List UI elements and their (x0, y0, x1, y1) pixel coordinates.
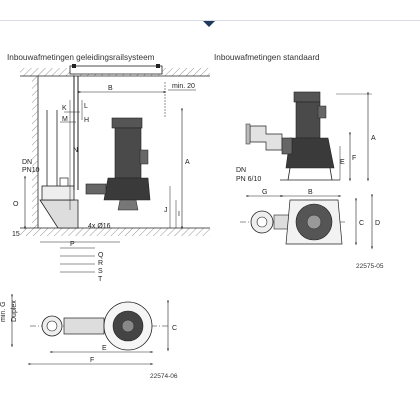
left-side-view (20, 64, 210, 273)
top-divider (0, 20, 420, 21)
label-l: L (84, 103, 88, 110)
label-f-right: F (352, 155, 356, 162)
label-min20: min. 20 (172, 83, 195, 90)
label-pn10: PN10 (22, 167, 40, 174)
pit-wall (32, 76, 38, 228)
pit-floor (20, 228, 210, 236)
label-p: P (70, 241, 75, 248)
collapse-caret-icon[interactable] (203, 21, 215, 27)
label-f-left: F (90, 357, 94, 364)
label-q: Q (98, 252, 104, 259)
discharge-elbow (249, 125, 283, 151)
label-pn-right: PN 6/10 (236, 176, 261, 183)
duckfoot-bend (39, 199, 79, 229)
right-side-view (245, 91, 372, 197)
label-d: D (375, 220, 380, 227)
label-e-right: E (340, 159, 345, 166)
left-top-view (11, 294, 170, 365)
label-dn-left: DN (22, 159, 32, 166)
label-duplex: Duplex (11, 300, 18, 322)
label-b-right: B (308, 189, 313, 196)
label-c-right: C (359, 220, 364, 227)
pump-side-left (85, 117, 151, 211)
label-15: 15 (12, 231, 20, 238)
top-bar (0, 0, 420, 27)
access-hatch (69, 65, 163, 75)
label-t: T (98, 276, 103, 283)
label-c-left: C (172, 325, 177, 332)
label-e: E (102, 345, 107, 352)
heading-guide-rail-system: Inbouwafmetingen geleidingsrailsysteem (7, 53, 155, 62)
label-h: H (84, 117, 89, 124)
label-a-left: A (185, 159, 190, 166)
figure-number-left: 22574-06 (150, 373, 178, 380)
label-g: G (262, 189, 267, 196)
label-s: S (98, 268, 103, 275)
label-k: K (62, 105, 67, 112)
label-min-duplex: min. G (0, 301, 7, 322)
label-r: R (98, 260, 103, 267)
label-b-left: B (108, 85, 113, 92)
label-o: O (13, 201, 19, 208)
right-top-view (240, 194, 373, 250)
label-bolts: 4x Ø16 (88, 223, 111, 230)
label-j: J (164, 207, 168, 214)
label-m: M (62, 116, 68, 123)
label-dn-right: DN (236, 167, 246, 174)
label-a-right: A (371, 135, 376, 142)
label-n: N (73, 147, 78, 154)
heading-standard: Inbouwafmetingen standaard (214, 53, 320, 62)
figure-number-right: 22575-05 (356, 263, 384, 270)
label-i: I (178, 211, 180, 218)
